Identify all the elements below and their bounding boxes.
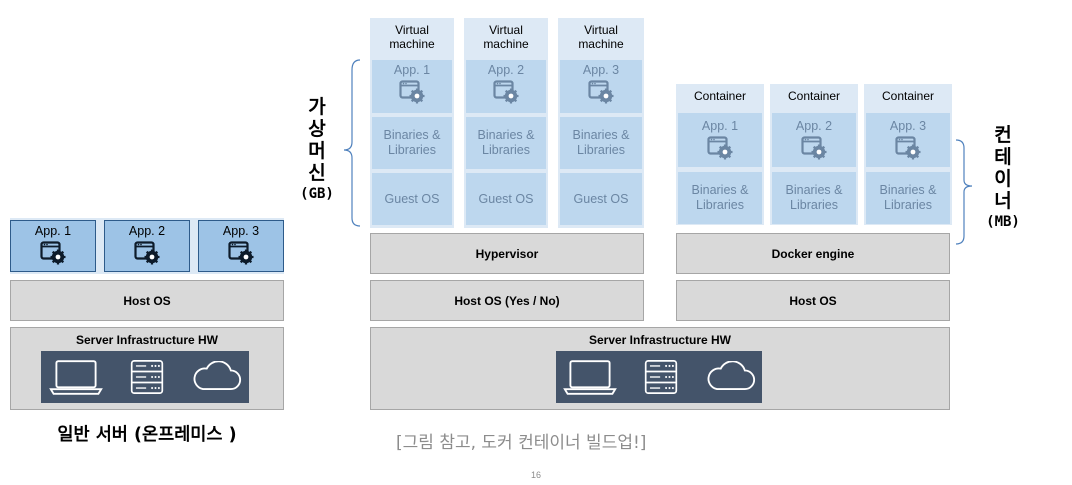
app-label: App. 3 — [582, 63, 620, 77]
container-binaries-3: Binaries & Libraries — [866, 172, 950, 224]
left-app-2: App. 2 — [104, 220, 190, 272]
vm-app-1: App. 1 — [372, 60, 452, 113]
vm-size-unit: (GB) — [300, 186, 334, 202]
app-label: App. 3 — [889, 119, 927, 133]
host-os-label: Host OS (Yes / No) — [454, 293, 560, 308]
hypervisor-label: Hypervisor — [475, 246, 539, 261]
app-label: App. 3 — [222, 224, 260, 238]
server-rack-icon — [130, 358, 164, 396]
figure-caption: [그림 참고, 도커 컨테이너 빌드업!] — [396, 433, 647, 453]
page-number: 16 — [530, 470, 541, 480]
left-app-1: App. 1 — [10, 220, 96, 272]
app-label: App. 2 — [128, 224, 166, 238]
container-side-label: 컨 테 이 너 (MB) — [978, 124, 1028, 230]
left-hw-icon-bar — [41, 351, 249, 403]
left-host-os: Host OS — [10, 280, 284, 321]
app-window-gear-icon — [493, 80, 519, 104]
container-header: Container — [693, 89, 747, 103]
app-window-gear-icon — [228, 241, 254, 265]
container-header: Container — [787, 89, 841, 103]
app-window-gear-icon — [707, 136, 733, 160]
app-window-gear-icon — [134, 241, 160, 265]
app-label: App. 1 — [34, 224, 72, 238]
container-binaries-1: Binaries & Libraries — [678, 172, 762, 224]
app-label: App. 2 — [795, 119, 833, 133]
docker-engine: Docker engine — [676, 233, 950, 274]
vm-guest-os-1: Guest OS — [372, 173, 452, 225]
left-app-3: App. 3 — [198, 220, 284, 272]
container-size-unit: (MB) — [986, 214, 1020, 230]
app-window-gear-icon — [588, 80, 614, 104]
hypervisor: Hypervisor — [370, 233, 644, 274]
vm-brace — [343, 59, 361, 227]
app-label: App. 1 — [393, 63, 431, 77]
host-os-label: Host OS — [789, 293, 837, 308]
vm-guest-os-3: Guest OS — [560, 173, 642, 225]
laptop-icon — [48, 358, 104, 396]
container-app-1: App. 1 — [678, 113, 762, 167]
server-hw-label: Server Infrastructure HW — [75, 333, 219, 347]
vm-guest-os-2: Guest OS — [466, 173, 546, 225]
vm-header: Virtual machine — [483, 23, 529, 51]
vm-header: Virtual machine — [389, 23, 435, 51]
vm-app-2: App. 2 — [466, 60, 546, 113]
app-window-gear-icon — [801, 136, 827, 160]
cloud-icon — [190, 361, 242, 393]
server-hw-label: Server Infrastructure HW — [588, 333, 732, 347]
container-header: Container — [881, 89, 935, 103]
vm-app-3: App. 3 — [560, 60, 642, 113]
vm-side-label: 가 상 머 신 (GB) — [292, 96, 342, 202]
container-binaries-2: Binaries & Libraries — [772, 172, 856, 224]
vm-binaries-2: Binaries & Libraries — [466, 117, 546, 169]
app-label: App. 2 — [487, 63, 525, 77]
app-label: App. 1 — [701, 119, 739, 133]
shared-hw-icon-bar — [556, 351, 762, 403]
docker-engine-label: Docker engine — [771, 246, 855, 261]
left-caption: 일반 서버 (온프레미스 ) — [57, 425, 237, 445]
vm-host-os: Host OS (Yes / No) — [370, 280, 644, 321]
host-os-label: Host OS — [123, 293, 171, 308]
vm-binaries-3: Binaries & Libraries — [560, 117, 642, 169]
server-rack-icon — [644, 358, 678, 396]
container-app-3: App. 3 — [866, 113, 950, 167]
container-host-os: Host OS — [676, 280, 950, 321]
container-app-2: App. 2 — [772, 113, 856, 167]
app-window-gear-icon — [40, 241, 66, 265]
vm-binaries-1: Binaries & Libraries — [372, 117, 452, 169]
container-brace — [955, 139, 973, 245]
app-window-gear-icon — [399, 80, 425, 104]
app-window-gear-icon — [895, 136, 921, 160]
cloud-icon — [704, 361, 756, 393]
laptop-icon — [562, 358, 618, 396]
vm-header: Virtual machine — [578, 23, 624, 51]
